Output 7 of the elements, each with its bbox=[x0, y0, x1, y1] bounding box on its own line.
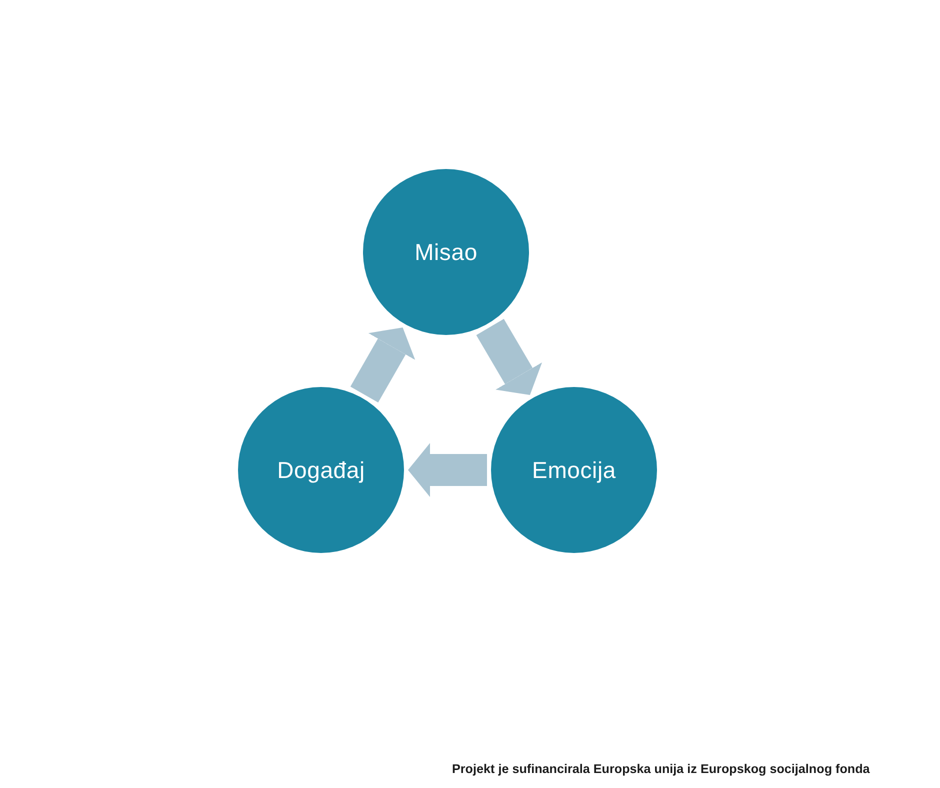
funding-note: Projekt je sufinancirala Europska unija iz Europskog socijalnog fonda bbox=[452, 762, 870, 776]
node-label: Misao bbox=[414, 238, 478, 266]
block-arrow bbox=[476, 318, 542, 395]
block-arrow bbox=[350, 327, 416, 402]
node-label: Događaj bbox=[277, 456, 365, 484]
node-label: Emocija bbox=[532, 456, 616, 484]
block-arrow bbox=[408, 443, 487, 497]
